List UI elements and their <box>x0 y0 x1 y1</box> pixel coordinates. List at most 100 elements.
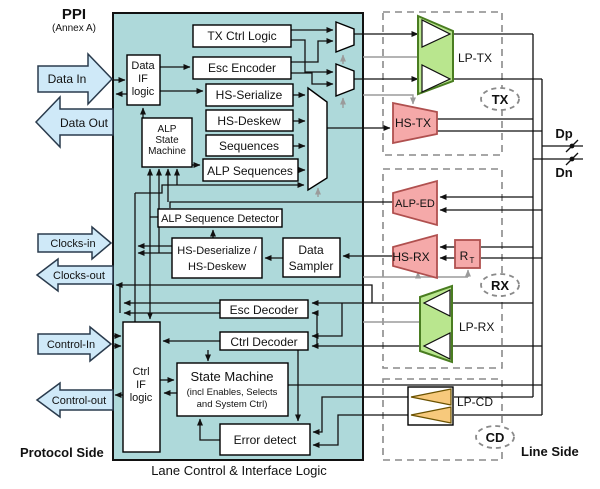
alp-state-machine-box <box>141 117 193 168</box>
data-sampler-label-1: Data <box>298 243 324 257</box>
hs-tx-label: HS-TX <box>395 116 431 130</box>
lp-rx-receiver-bottom <box>422 332 451 360</box>
tx-mux-upper <box>335 20 355 54</box>
clocks-out-label: Clocks-out <box>53 270 105 282</box>
clocks-out-arrow <box>35 257 114 293</box>
alp-state-machine-label-2: State <box>155 135 179 146</box>
pad-symbols <box>565 139 579 166</box>
logic-boxes <box>122 24 341 456</box>
hs-serialize-box <box>205 83 294 107</box>
hs-deskew-label: HS-Deskew <box>217 114 281 128</box>
data-if-label-3: logic <box>132 86 155 98</box>
esc-decoder-label: Esc Decoder <box>230 303 299 317</box>
group-ovals <box>475 87 520 449</box>
tx-ctrl-logic-box <box>192 24 292 48</box>
hs-tx-mux <box>307 86 328 192</box>
data-out-label: Data Out <box>60 116 109 130</box>
cd-oval-label: CD <box>486 430 505 445</box>
control-out-arrow <box>35 381 114 419</box>
tx-oval <box>480 87 520 111</box>
hs-deserialize-label-1: HS-Deserialize / <box>177 245 257 257</box>
lp-cd-detector-top <box>410 388 452 406</box>
alp-state-machine-label-3: Machine <box>148 146 186 157</box>
dn-pad-slash <box>565 152 579 166</box>
state-machine-label-1: State Machine <box>190 369 273 384</box>
dp-pad-slash <box>565 139 579 153</box>
rt-label-sub: T <box>470 256 475 265</box>
data-in-arrow <box>37 52 114 106</box>
data-if-logic-box <box>126 54 161 106</box>
hs-rx-shape <box>392 233 438 280</box>
lp-rx-receiver-top <box>422 289 451 317</box>
alp-state-machine-label-1: ALP <box>158 124 177 135</box>
state-machine-label-3: and System Ctrl) <box>197 399 268 410</box>
hs-deserialize-label-2: HS-Deskew <box>188 261 246 273</box>
control-in-label: Control-In <box>47 339 95 351</box>
tx-mux-lower <box>335 62 355 98</box>
line-side-blocks <box>392 14 481 426</box>
protocol-side-label: Protocol Side <box>20 445 104 460</box>
data-sampler-box <box>282 237 341 278</box>
data-out-arrow <box>34 95 114 149</box>
alp-sequence-detector-box <box>157 208 283 228</box>
lp-tx-label: LP-TX <box>458 51 492 65</box>
control-out-label: Control-out <box>52 395 106 407</box>
ctrl-if-label-3: logic <box>130 392 153 404</box>
alp-sequence-detector-label: ALP Sequence Detector <box>161 213 279 225</box>
tx-oval-label: TX <box>492 92 509 107</box>
lp-cd-detector-bottom <box>410 406 452 424</box>
esc-encoder-box <box>192 56 292 80</box>
multiplexers <box>307 20 355 192</box>
line-side-dashed-groups <box>382 11 503 461</box>
protocol-port-arrows <box>34 52 114 419</box>
tx-ctrl-logic-label: TX Ctrl Logic <box>207 29 276 43</box>
ppi-title: PPI <box>62 6 86 23</box>
ctrl-if-label-2: IF <box>136 379 146 391</box>
sequences-box <box>205 134 294 157</box>
ctrl-decoder-label: Ctrl Decoder <box>230 335 297 349</box>
data-if-label-1: Data <box>131 60 155 72</box>
sequences-label: Sequences <box>219 139 279 153</box>
labels: PPI (Annex A) Data In Data Out Clocks-in… <box>20 6 579 478</box>
alp-sequences-box <box>202 158 299 182</box>
alp-ed-shape <box>392 179 438 227</box>
state-machine-box <box>176 362 289 417</box>
cd-oval <box>475 425 515 449</box>
esc-encoder-label: Esc Encoder <box>208 61 276 75</box>
data-if-label-2: IF <box>138 73 148 85</box>
dn-pin-label: Dn <box>555 165 572 180</box>
hs-deserialize-box <box>171 237 263 279</box>
rt-label-main: R <box>460 249 469 263</box>
error-detect-box <box>219 423 311 456</box>
data-sampler-label-2: Sampler <box>289 259 334 273</box>
dp-pin-label: Dp <box>555 126 572 141</box>
cd-group-box <box>382 378 503 461</box>
rx-oval <box>480 273 520 297</box>
hs-deskew-box <box>205 109 294 132</box>
rx-group-box <box>382 168 503 369</box>
error-detect-label: Error detect <box>234 433 297 447</box>
data-in-label: Data In <box>48 72 87 86</box>
esc-decoder-box <box>219 299 309 319</box>
ctrl-if-label-1: Ctrl <box>132 366 149 378</box>
ctrl-if-logic-box <box>122 321 161 453</box>
state-machine-label-2: (incl Enables, Selects <box>187 387 278 398</box>
hs-rx-label: HS-RX <box>392 250 429 264</box>
signal-wires <box>113 27 583 448</box>
ppi-subtitle: (Annex A) <box>52 23 96 34</box>
lp-tx-driver-top <box>421 19 452 48</box>
alp-sequences-label: ALP Sequences <box>207 164 293 178</box>
clocks-in-arrow <box>37 225 113 261</box>
control-in-arrow <box>37 325 113 363</box>
rx-oval-label: RX <box>491 278 509 293</box>
hs-serialize-label: HS-Serialize <box>216 88 283 102</box>
line-side-label: Line Side <box>521 444 579 459</box>
hs-tx-shape <box>392 101 438 145</box>
clocks-in-label: Clocks-in <box>50 238 95 250</box>
rt-termination-box <box>454 239 481 269</box>
alp-ed-label: ALP-ED <box>395 198 435 210</box>
lp-tx-driver-bottom <box>421 64 452 93</box>
lp-cd-label: LP-CD <box>457 395 493 409</box>
